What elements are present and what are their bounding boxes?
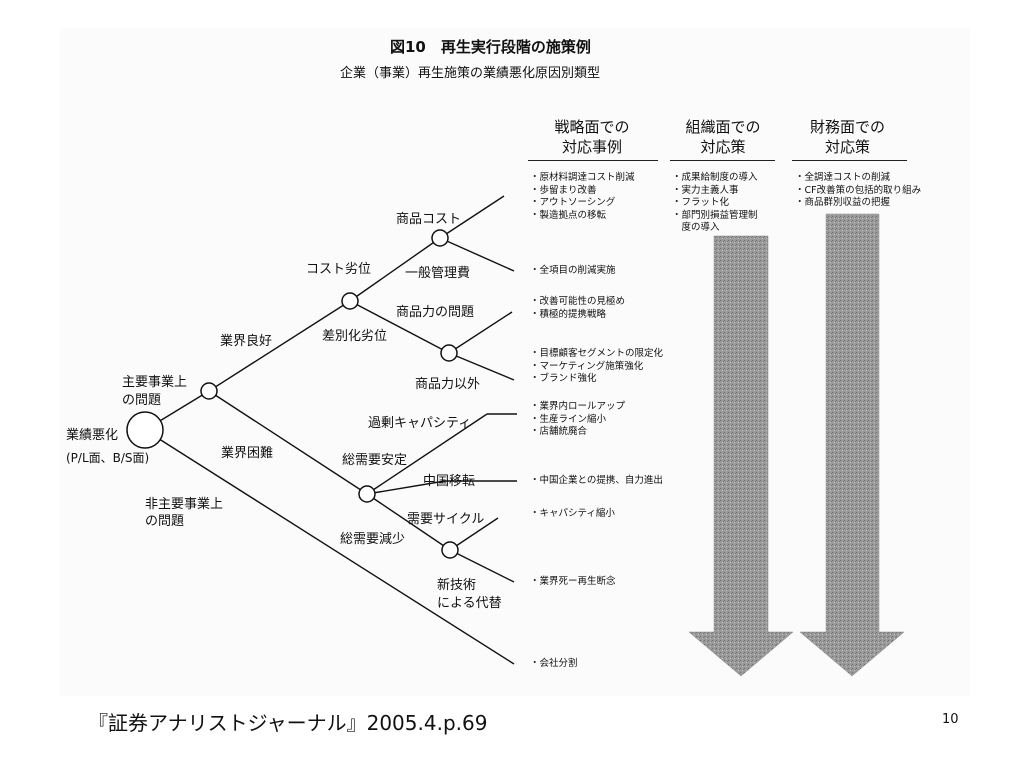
strategy-column-rule bbox=[528, 160, 658, 161]
demand-stable-label: 総需要安定 bbox=[342, 453, 408, 468]
list-item: ・製造拠点の移転 bbox=[530, 209, 607, 221]
excess-capacity-label: 過剰キャパシティ bbox=[368, 416, 472, 431]
list-item: ・商品群別収益の把握 bbox=[795, 197, 891, 208]
strategy-list-non-main: ・会社分割 bbox=[530, 658, 578, 671]
list-item: ・ブランド強化 bbox=[530, 373, 597, 384]
list-item: ・店舗統廃合 bbox=[530, 426, 588, 437]
scanned-figure bbox=[60, 28, 970, 696]
list-item: ・全項目の削減実施 bbox=[530, 265, 616, 276]
list-item: 度の導入 bbox=[672, 222, 720, 233]
finance-heading-line2: 対応策 bbox=[824, 138, 870, 156]
product-power-label: 商品力の問題 bbox=[396, 305, 475, 320]
strategy-list-demand-cycle: ・キャパシティ縮小 bbox=[530, 508, 615, 521]
list-item: ・目標顧客セグメントの限定化 bbox=[530, 348, 664, 359]
organization-column-rule bbox=[670, 160, 775, 161]
product-cost-label: 商品コスト bbox=[396, 212, 462, 227]
main-problem-label-line2: の問題 bbox=[122, 393, 162, 408]
source-citation: 『証券アナリストジャーナル』2005.4.p.69 bbox=[88, 711, 488, 735]
list-item: ・業界死ー再生断念 bbox=[530, 576, 616, 587]
figure-subtitle: 企業（事業）再生施策の業績悪化原因別類型 bbox=[340, 66, 601, 81]
strategy-list-china-move: ・中国企業との提携、自力進出 bbox=[530, 475, 663, 488]
cost-disadvantage-node bbox=[431, 229, 449, 247]
china-move-label: 中国移転 bbox=[423, 474, 476, 489]
list-item: ・マーケティング施策強化 bbox=[530, 360, 644, 372]
list-item: ・キャパシティ縮小 bbox=[530, 508, 615, 519]
strategy-list-product-cost: ・原材料調達コスト削減 ・歩留まり改善 ・アウトソーシング ・製造拠点の移転 bbox=[530, 172, 635, 222]
main-problem-label-line1: 主要事業上 bbox=[122, 375, 188, 390]
list-item: ・成果給制度の導入 bbox=[672, 172, 758, 183]
cost-disadvantage-label: コスト劣位 bbox=[306, 262, 372, 277]
list-item: ・中国企業との提携、自力進出 bbox=[530, 475, 663, 486]
main-problem-node bbox=[200, 382, 218, 400]
list-item: ・アウトソーシング bbox=[530, 197, 616, 208]
diff-disadvantage-node bbox=[440, 344, 458, 362]
strategy-list-general-admin: ・全項目の削減実施 bbox=[530, 265, 616, 278]
strategy-list-new-tech: ・業界死ー再生断念 bbox=[530, 576, 616, 589]
list-item: ・業界内ロールアップ bbox=[530, 401, 626, 412]
organization-column-heading: 組織面での 対応策 bbox=[668, 117, 778, 157]
finance-column-heading: 財務面での 対応策 bbox=[790, 117, 905, 157]
strategy-heading-line2: 対応事例 bbox=[561, 138, 622, 156]
industry-hard-node bbox=[358, 485, 376, 503]
list-item: ・部門別損益管理制 bbox=[672, 209, 758, 221]
list-item: ・積極的提携戦略 bbox=[530, 308, 607, 320]
industry-good-node bbox=[341, 292, 359, 310]
new-tech-label-line1: 新技術 bbox=[437, 578, 477, 593]
list-item: ・歩留まり改善 bbox=[530, 184, 597, 196]
root-sub-label: (P/L面、B/S面) bbox=[66, 451, 150, 465]
list-item: ・全調達コストの削減 bbox=[795, 172, 891, 183]
finance-column-rule bbox=[792, 160, 907, 161]
list-item: ・改善可能性の見極め bbox=[530, 296, 626, 307]
list-item: ・フラット化 bbox=[672, 197, 730, 208]
non-product-label: 商品力以外 bbox=[415, 377, 481, 392]
strategy-column-heading: 戦略面での 対応事例 bbox=[532, 117, 652, 157]
demand-decrease-node bbox=[441, 541, 459, 559]
root-label: 業績悪化 bbox=[66, 428, 119, 443]
list-item: ・原材料調達コスト削減 bbox=[530, 172, 635, 183]
non-main-problem-label-line2: の問題 bbox=[145, 514, 185, 529]
list-item: ・会社分割 bbox=[530, 658, 578, 669]
list-item: ・生産ライン縮小 bbox=[530, 413, 607, 425]
strategy-heading-line1: 戦略面での bbox=[554, 118, 630, 136]
demand-decrease-label: 総需要減少 bbox=[340, 532, 406, 547]
finance-list: ・全調達コストの削減 ・CF改善策の包括的取り組み ・商品群別収益の把握 bbox=[795, 172, 921, 210]
organization-arrow bbox=[688, 235, 794, 677]
finance-heading-line1: 財務面での bbox=[809, 118, 885, 136]
list-item: ・実力主義人事 bbox=[672, 184, 739, 196]
organization-heading-line2: 対応策 bbox=[700, 138, 746, 156]
demand-cycle-label: 需要サイクル bbox=[407, 512, 485, 527]
root-node bbox=[126, 411, 164, 449]
organization-heading-line1: 組織面での bbox=[685, 118, 761, 136]
general-admin-label: 一般管理費 bbox=[405, 266, 471, 281]
list-item: ・CF改善策の包括的取り組み bbox=[795, 184, 922, 196]
strategy-list-non-product: ・目標顧客セグメントの限定化 ・マーケティング施策強化 ・ブランド強化 bbox=[530, 348, 663, 386]
figure-title: 図10 再生実行段階の施策例 bbox=[390, 38, 591, 56]
industry-hard-label: 業界困難 bbox=[221, 446, 274, 461]
finance-arrow bbox=[799, 213, 905, 677]
page-number: 10 bbox=[942, 712, 959, 727]
new-tech-label-line2: による代替 bbox=[437, 596, 502, 611]
strategy-list-product-power: ・改善可能性の見極め ・積極的提携戦略 bbox=[530, 296, 625, 321]
non-main-problem-label-line1: 非主要事業上 bbox=[145, 497, 224, 512]
diff-disadvantage-label: 差別化劣位 bbox=[322, 329, 388, 344]
industry-good-label: 業界良好 bbox=[220, 334, 273, 349]
strategy-list-excess-capacity: ・業界内ロールアップ ・生産ライン縮小 ・店舗統廃合 bbox=[530, 401, 625, 439]
organization-list: ・成果給制度の導入 ・実力主義人事 ・フラット化 ・部門別損益管理制 度の導入 bbox=[672, 172, 758, 235]
